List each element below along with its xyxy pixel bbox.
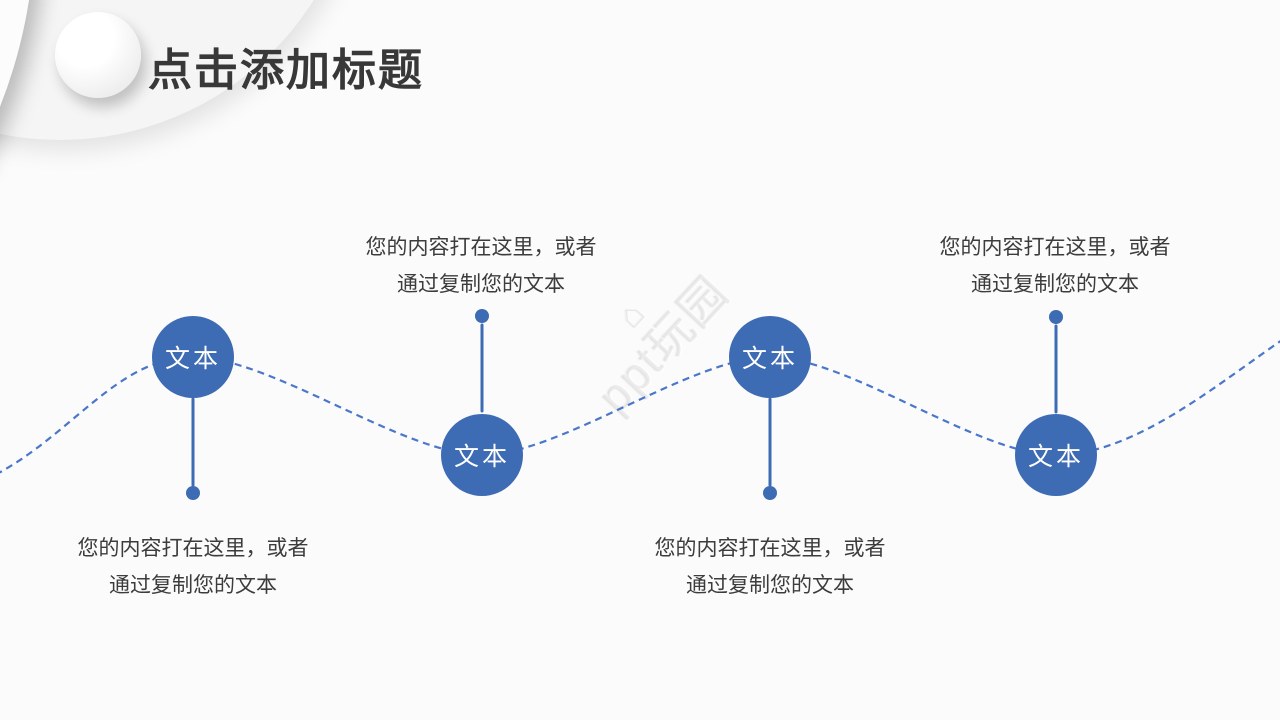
node-caption-4-line1: 您的内容打在这里，或者	[939, 236, 1171, 259]
node-caption-1-line1: 您的内容打在这里，或者	[77, 537, 309, 560]
connector-dot-2	[475, 309, 489, 323]
node-circle-3: 文本	[729, 316, 811, 398]
node-caption-1-line2: 通过复制您的文本	[109, 574, 277, 597]
node-circle-2: 文本	[441, 414, 523, 496]
node-circle-4: 文本	[1015, 414, 1097, 496]
node-label-1: 文本	[164, 345, 221, 373]
node-caption-4: 您的内容打在这里，或者 通过复制您的文本	[875, 229, 1235, 303]
connector-dot-1	[186, 486, 200, 500]
node-label-3: 文本	[741, 345, 798, 373]
node-circle-1: 文本	[152, 316, 234, 398]
node-caption-2: 您的内容打在这里，或者 通过复制您的文本	[301, 229, 661, 303]
node-caption-3: 您的内容打在这里，或者 通过复制您的文本	[590, 530, 950, 604]
node-label-2: 文本	[453, 443, 510, 471]
connector-dot-3	[763, 486, 777, 500]
node-caption-1: 您的内容打在这里，或者 通过复制您的文本	[13, 530, 373, 604]
node-caption-2-line1: 您的内容打在这里，或者	[365, 236, 597, 259]
node-label-4: 文本	[1027, 443, 1084, 471]
node-caption-3-line2: 通过复制您的文本	[686, 574, 854, 597]
connector-dot-4	[1049, 310, 1063, 324]
node-caption-2-line2: 通过复制您的文本	[397, 273, 565, 296]
corner-small-circle	[55, 12, 141, 98]
page-title: 点击添加标题	[148, 46, 424, 95]
node-caption-3-line1: 您的内容打在这里，或者	[654, 537, 886, 560]
node-caption-4-line2: 通过复制您的文本	[971, 273, 1139, 296]
